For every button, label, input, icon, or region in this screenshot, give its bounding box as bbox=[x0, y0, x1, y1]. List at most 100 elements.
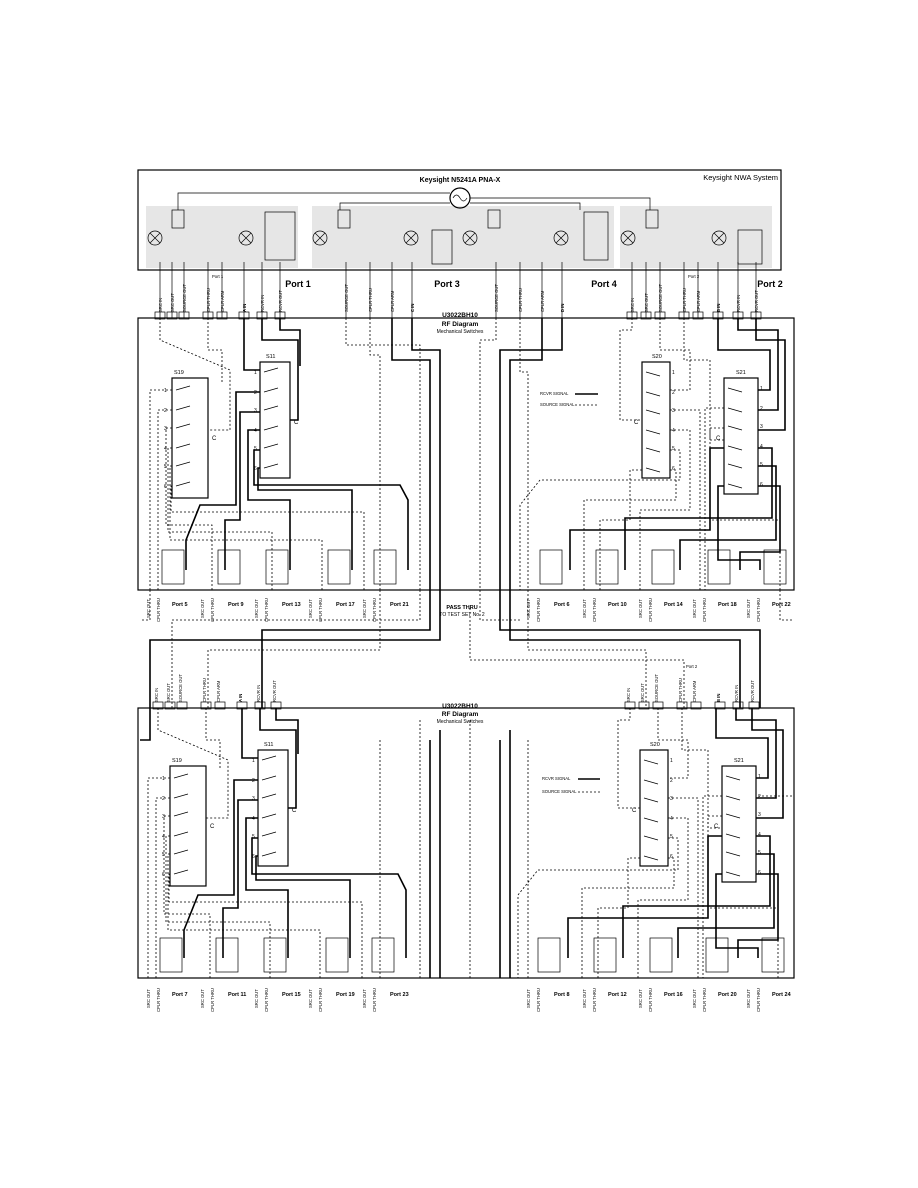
switch-common-label: C bbox=[294, 420, 299, 426]
connector-label: SRC IN bbox=[630, 298, 635, 312]
test-port-label: Port 12 bbox=[608, 992, 627, 998]
legend-receiver-label: RCVR SIGNAL bbox=[540, 391, 569, 396]
analyzer-title: Keysight N5241A PNA-X bbox=[420, 177, 501, 184]
connector-label: CPLR ARM bbox=[390, 290, 395, 312]
switch-position: 1 bbox=[670, 758, 673, 764]
lower-test-set-frame bbox=[137, 707, 795, 979]
switch-position: 4 bbox=[758, 832, 761, 838]
switch-s21-lower: S21 C 1 2 3 4 5 6 bbox=[714, 758, 761, 883]
connector-label: SOURCE OUT bbox=[654, 674, 659, 702]
connector-label: CPLR THRU bbox=[702, 988, 707, 1012]
connector-label: SRC OUT bbox=[166, 683, 171, 702]
connector-label: CPLR ARM bbox=[216, 680, 221, 702]
test-port-label: Port 21 bbox=[390, 602, 409, 608]
switch-position: 2 bbox=[672, 390, 675, 396]
switch-position: 3 bbox=[760, 424, 763, 430]
connector-port-tag: Port 2 bbox=[686, 664, 698, 669]
connector-label: SRC OUT bbox=[200, 989, 205, 1008]
connector-label: CPLR THRU bbox=[372, 988, 377, 1012]
lower-test-set: U3022BH10 RF Diagram Mechanical Switches… bbox=[137, 701, 795, 1012]
lower-port-labels: Port 7 Port 11 Port 15 Port 19 Port 23 P… bbox=[172, 992, 792, 998]
lower-port-couplers bbox=[159, 937, 785, 973]
couplers bbox=[171, 209, 763, 265]
analyzer-frame bbox=[137, 169, 782, 271]
switch-label: S19 bbox=[172, 758, 182, 764]
connector-label: D IN bbox=[560, 304, 565, 312]
connector-label: SRC OUT bbox=[638, 599, 643, 618]
switch-common-label: C bbox=[210, 824, 215, 830]
test-port-label: Port 15 bbox=[282, 992, 301, 998]
test-port-label: Port 23 bbox=[390, 992, 409, 998]
connector-label: CPLR THRU bbox=[210, 598, 215, 622]
connector-label: SOURCE OUT bbox=[658, 284, 663, 312]
connector-label: CPLR THRU bbox=[536, 988, 541, 1012]
connector-label: CPLR THRU bbox=[210, 988, 215, 1012]
switch-position: 4 bbox=[760, 444, 763, 450]
switch-src3 bbox=[337, 209, 351, 229]
connector-label: RCVR IN bbox=[734, 685, 739, 702]
connector-label: CPLR THRU bbox=[648, 988, 653, 1012]
switch-common-label: C bbox=[716, 436, 721, 442]
connector-label: SRC OUT bbox=[362, 599, 367, 618]
connector-label: SRC OUT bbox=[746, 599, 751, 618]
switch-position: 4 bbox=[252, 816, 255, 822]
switch-position: 1 bbox=[672, 370, 675, 376]
connector-label: C IN bbox=[410, 304, 415, 312]
connector-label: SRC OUT bbox=[526, 599, 531, 618]
switch-position: 3 bbox=[670, 796, 673, 802]
switch-position: 2 bbox=[252, 778, 255, 784]
coupler-port3 bbox=[431, 229, 453, 265]
connector-label: CPLR ARM bbox=[540, 290, 545, 312]
switch-s19-upper: S19 C 1 2 3 4 5 6 bbox=[164, 370, 217, 499]
receiver-r4-icon bbox=[462, 230, 478, 246]
test-port-label: Port 22 bbox=[772, 602, 791, 608]
switch-position: 6 bbox=[164, 484, 167, 490]
switch-position: 5 bbox=[252, 834, 255, 840]
switch-src4 bbox=[487, 209, 501, 229]
receiver-d-icon bbox=[553, 230, 569, 246]
switch-common-label: C bbox=[634, 420, 639, 426]
inter-unit-cabling bbox=[140, 590, 792, 708]
receiver-r1-icon bbox=[147, 230, 163, 246]
connector-label: SRC OUT bbox=[582, 989, 587, 1008]
lower-bottom-connector-labels: SRC OUT CPLR THRU SRC OUT CPLR THRU SRC … bbox=[146, 988, 761, 1012]
switch-common-label: C bbox=[714, 824, 719, 830]
connector-label: CPLR THRU bbox=[592, 598, 597, 622]
connector-label: RCVR OUT bbox=[750, 680, 755, 702]
analyzer-port-label: Port 4 bbox=[591, 279, 617, 289]
connector-labels-lower: SRC IN SRC OUT SOURCE OUT CPLR THRU CPLR… bbox=[154, 664, 755, 702]
switch-position: 3 bbox=[254, 408, 257, 414]
coupler-port1 bbox=[264, 211, 296, 261]
switch-position: 1 bbox=[164, 388, 167, 394]
connector-label: SRC OUT bbox=[692, 599, 697, 618]
lower-model: U3022BH10 bbox=[442, 703, 478, 710]
receiver-a-icon bbox=[238, 230, 254, 246]
switch-position: 5 bbox=[672, 446, 675, 452]
network-analyzer: Keysight N5241A PNA-X Keysight NWA Syste… bbox=[137, 169, 783, 289]
connector-port-tag: Port 1 bbox=[212, 274, 224, 279]
connector-labels-top: SRC IN SRC OUT SOURCE OUT CPLR THRU CPLR… bbox=[158, 274, 759, 312]
switch-s11-upper: S11 C 1 2 3 4 5 6 bbox=[254, 354, 299, 479]
test-port-label: Port 7 bbox=[172, 992, 188, 998]
connector-label: CPLR THRU bbox=[756, 598, 761, 622]
lower-legend: RCVR SIGNAL SOURCE SIGNAL bbox=[542, 776, 600, 794]
coupler-port4 bbox=[583, 211, 609, 261]
switch-position: 2 bbox=[670, 778, 673, 784]
connector-label: SOURCE OUT bbox=[178, 674, 183, 702]
port2-panel bbox=[620, 206, 772, 268]
legend-source-label: SOURCE SIGNAL bbox=[540, 402, 575, 407]
receiver-b-icon bbox=[711, 230, 727, 246]
test-port-label: Port 10 bbox=[608, 602, 627, 608]
connector-label: SRC OUT bbox=[638, 989, 643, 1008]
receiver-c-icon bbox=[403, 230, 419, 246]
switch-position: 4 bbox=[164, 446, 167, 452]
lower-routing bbox=[140, 708, 792, 978]
connector-label: CPLR THRU bbox=[264, 598, 269, 622]
upper-bottom-connector-labels: SRC OUT CPLR THRU SRC OUT CPLR THRU SRC … bbox=[146, 598, 761, 622]
switch-position: 2 bbox=[760, 406, 763, 412]
switch-s20-upper: S20 C 1 2 3 4 5 6 bbox=[634, 354, 675, 479]
switch-label: S19 bbox=[174, 370, 184, 376]
connector-label: SRC OUT bbox=[582, 599, 587, 618]
connector-label: SRC OUT bbox=[254, 599, 259, 618]
test-port-label: Port 20 bbox=[718, 992, 737, 998]
